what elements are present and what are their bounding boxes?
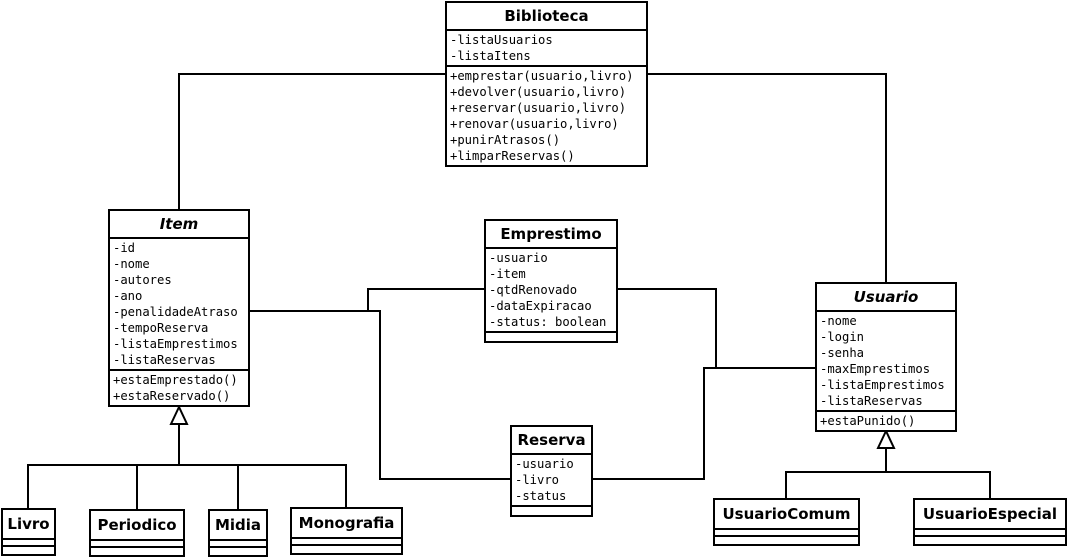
association-item-reserva bbox=[249, 310, 511, 480]
class-name: Emprestimo bbox=[486, 221, 616, 249]
attributes-section bbox=[3, 540, 54, 547]
class-name: Reserva bbox=[512, 427, 591, 455]
attribute: -penalidadeAtraso bbox=[113, 305, 238, 319]
attributes-section bbox=[292, 539, 401, 546]
class-name: Midia bbox=[210, 511, 266, 541]
method: +estaReservado() bbox=[113, 389, 231, 403]
attribute: -item bbox=[489, 267, 526, 281]
attribute: -listaUsuarios bbox=[450, 33, 553, 47]
class-name: Biblioteca bbox=[447, 3, 646, 31]
attribute: -id bbox=[113, 241, 136, 255]
attribute: -status bbox=[515, 489, 567, 503]
class-reserva: Reserva -usuario -livro -status bbox=[510, 425, 593, 517]
attribute: -autores bbox=[113, 273, 172, 287]
attribute: -usuario bbox=[515, 457, 574, 471]
attributes-section bbox=[210, 541, 266, 548]
attribute: -usuario bbox=[489, 251, 548, 265]
class-livro: Livro bbox=[1, 508, 56, 556]
attributes-section: -usuario -item -qtdRenovado -dataExpiracao -… bbox=[486, 249, 616, 333]
class-biblioteca: Biblioteca -listaUsuarios -listaItens +empr… bbox=[445, 1, 648, 167]
attribute: -tempoReserva bbox=[113, 321, 209, 335]
methods-section bbox=[3, 547, 54, 554]
association-item-emprestimo bbox=[249, 288, 485, 312]
attribute: -dataExpiracao bbox=[489, 299, 592, 313]
methods-section: +estaPunido() bbox=[817, 412, 955, 430]
association-biblioteca-item bbox=[178, 73, 446, 210]
method: +renovar(usuario,livro) bbox=[450, 117, 619, 131]
class-name: Livro bbox=[3, 510, 54, 540]
class-item: Item -id -nome -autores -ano -penalidadeAtras… bbox=[108, 209, 250, 407]
method: +reservar(usuario,livro) bbox=[450, 101, 627, 115]
methods-section bbox=[292, 546, 401, 553]
attribute: -ano bbox=[113, 289, 143, 303]
association-biblioteca-usuario bbox=[647, 73, 887, 283]
attribute: -nome bbox=[820, 314, 857, 328]
attribute: -qtdRenovado bbox=[489, 283, 578, 297]
attribute: -nome bbox=[113, 257, 150, 271]
methods-section bbox=[715, 537, 858, 544]
class-name: Monografia bbox=[292, 509, 401, 539]
method: +emprestar(usuario,livro) bbox=[450, 69, 634, 83]
methods-section bbox=[486, 333, 616, 341]
attributes-section bbox=[915, 530, 1065, 537]
attributes-section bbox=[715, 530, 858, 537]
attributes-section: -listaUsuarios -listaItens bbox=[447, 31, 646, 67]
class-periodico: Periodico bbox=[89, 509, 185, 557]
class-name: UsuarioEspecial bbox=[915, 500, 1065, 530]
class-midia: Midia bbox=[208, 509, 268, 557]
class-name: Usuario bbox=[817, 284, 955, 312]
methods-section bbox=[91, 548, 183, 555]
method: +punirAtrasos() bbox=[450, 133, 561, 147]
class-emprestimo: Emprestimo -usuario -item -qtdRenovado -data… bbox=[484, 219, 618, 343]
class-usuario: Usuario-nome-login-senha-maxEmprestimos-… bbox=[815, 282, 957, 432]
generalization-item-bar bbox=[27, 464, 347, 509]
class-usuariocomum: UsuarioComum bbox=[713, 498, 860, 546]
methods-section bbox=[210, 548, 266, 555]
association-emprestimo-usuario bbox=[617, 288, 816, 369]
class-name: UsuarioComum bbox=[715, 500, 858, 530]
method: +estaPunido() bbox=[820, 414, 916, 428]
attribute: -listaReservas bbox=[820, 394, 923, 408]
class-usuarioespecial: UsuarioEspecial bbox=[913, 498, 1067, 546]
generalization-arrowhead-item bbox=[169, 404, 189, 425]
generalization-arrowhead-usuario bbox=[876, 428, 896, 449]
method: +estaEmprestado() bbox=[113, 373, 238, 387]
attribute: -listaItens bbox=[450, 49, 531, 63]
attributes-section: -usuario -livro -status bbox=[512, 455, 591, 507]
attributes-section: -nome -login -senha -maxEmprestimos -listaEm… bbox=[817, 312, 955, 412]
attribute: -status: boolean bbox=[489, 315, 607, 329]
attribute: -maxEmprestimos bbox=[820, 362, 931, 376]
attribute: -listaEmprestimos bbox=[820, 378, 945, 392]
attribute: -login bbox=[820, 330, 865, 344]
methods-section: +estaEmprestado() +estaReservado() bbox=[110, 371, 248, 405]
class-monografia: Monografia bbox=[290, 507, 403, 555]
method: +devolver(usuario,livro) bbox=[450, 85, 627, 99]
methods-section: +emprestar(usuario,livro) +devolver(usuar… bbox=[447, 67, 646, 165]
attribute: -listaReservas bbox=[113, 353, 216, 367]
attribute: -senha bbox=[820, 346, 865, 360]
generalization-usuario-bar bbox=[785, 471, 991, 499]
attribute: -livro bbox=[515, 473, 560, 487]
class-name: Item bbox=[110, 211, 248, 239]
attributes-section: -id -nome -autores -ano -penalidadeAtraso -te… bbox=[110, 239, 248, 371]
attributes-section bbox=[91, 541, 183, 548]
class-name: Periodico bbox=[91, 511, 183, 541]
method: +limparReservas() bbox=[450, 149, 575, 163]
attribute: -listaEmprestimos bbox=[113, 337, 238, 351]
methods-section bbox=[512, 507, 591, 515]
methods-section bbox=[915, 537, 1065, 544]
association-reserva-usuario bbox=[592, 367, 816, 480]
